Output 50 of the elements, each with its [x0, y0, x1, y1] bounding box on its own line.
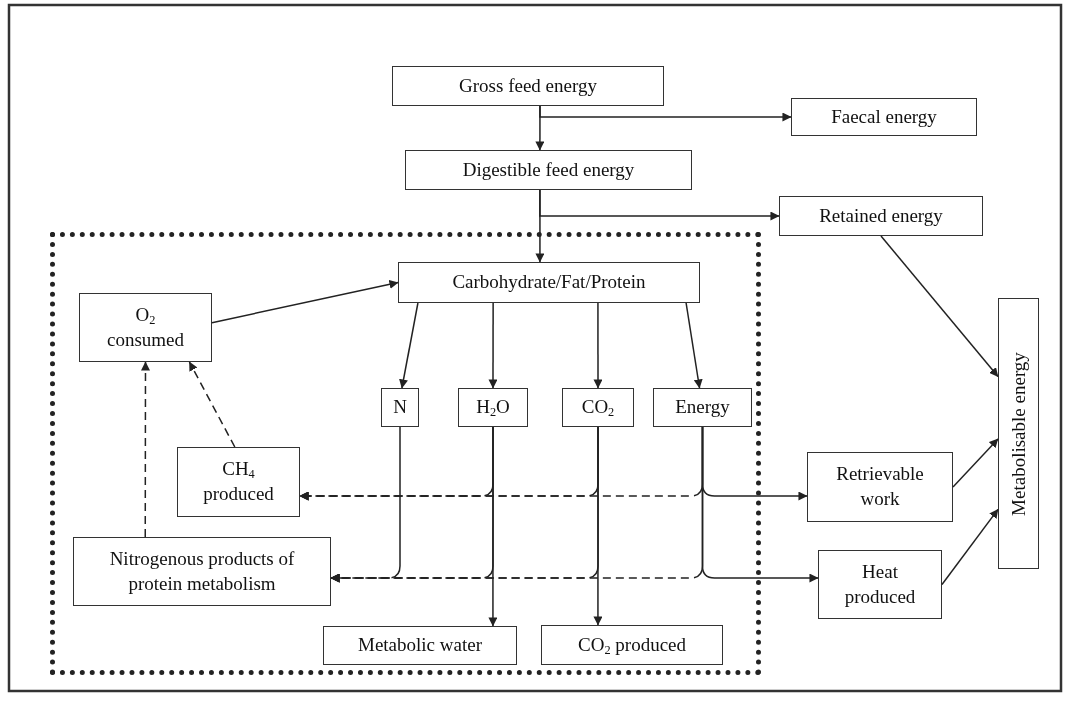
process-box: [392, 66, 664, 106]
arrow: [880, 235, 999, 378]
box-label: Metabolisable energy: [1006, 350, 1030, 518]
process-box: [79, 293, 212, 362]
box-label: O$_{2}$ consumed: [105, 302, 185, 352]
arrow: [539, 189, 780, 221]
process-box: [458, 388, 528, 427]
process-box: [323, 626, 517, 665]
arrow: [941, 508, 999, 586]
arrow: [211, 279, 399, 324]
box-label: H$_{2}$O: [475, 395, 511, 420]
box-label: Gross feed energy: [458, 73, 598, 98]
process-box: [381, 388, 419, 427]
process-box: [405, 150, 692, 190]
process-box: [653, 388, 752, 427]
box-label: Nitrogenous products of protein metabolism: [108, 546, 296, 596]
process-box: [791, 98, 977, 136]
process-box: [818, 550, 942, 619]
process-box: [73, 537, 331, 606]
box-label: CO$_{2}$: [580, 395, 616, 420]
box-label: CO$_{2}$ produced: [577, 632, 687, 658]
box-label: Digestible feed energy: [461, 157, 636, 182]
arrow: [539, 105, 792, 122]
arrow: [685, 302, 703, 389]
process-box: [562, 388, 634, 427]
box-label: CH$_{4}$ produced: [202, 457, 275, 506]
arrow: [488, 426, 498, 627]
box-label: N: [392, 395, 408, 420]
box-label: Retained energy: [818, 203, 944, 228]
process-box: [998, 298, 1039, 569]
arrow: [952, 438, 999, 488]
process-box: [398, 262, 700, 303]
arrow: [593, 302, 603, 389]
arrow: [701, 426, 819, 583]
arrow: [188, 361, 236, 448]
process-box: [177, 447, 300, 517]
box-label: Energy: [674, 395, 731, 420]
box-label: Faecal energy: [830, 104, 938, 129]
arrow: [593, 426, 603, 626]
process-box: [807, 452, 953, 522]
system-boundary: [50, 232, 761, 675]
box-label: Heat produced: [843, 559, 917, 609]
arrow: [399, 302, 419, 389]
box-label: Metabolic water: [357, 633, 483, 658]
arrow: [141, 361, 150, 538]
box-label: Carbohydrate/Fat/Protein: [451, 270, 647, 295]
box-label: Retrievable work: [835, 462, 925, 511]
process-box: [541, 625, 723, 665]
process-box: [779, 196, 983, 236]
arrow: [488, 302, 498, 389]
